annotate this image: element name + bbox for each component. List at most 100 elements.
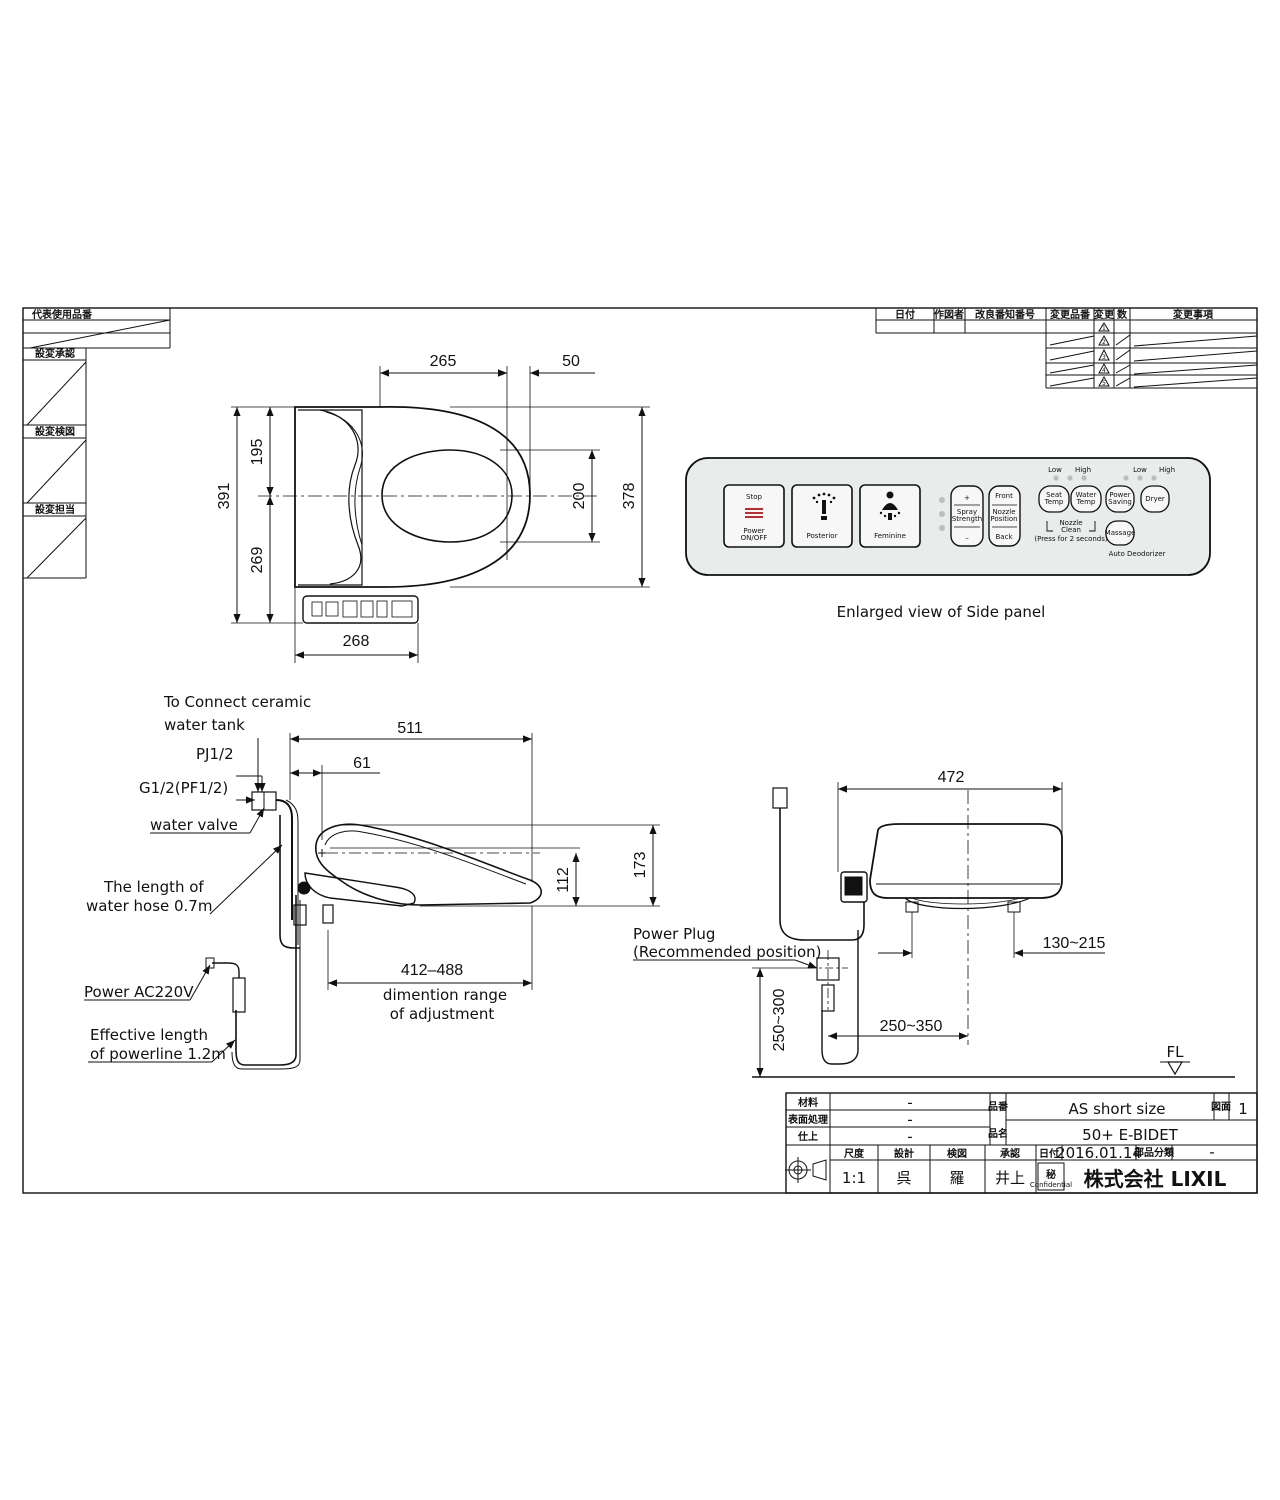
front-label: Front — [995, 492, 1013, 500]
rev-col-change: 変更 — [1094, 308, 1115, 321]
power-saving-button — [1105, 485, 1135, 513]
sheet-frame — [22, 307, 1258, 1194]
rev-col-qty: 数 — [1117, 308, 1128, 321]
top-view — [231, 366, 650, 663]
dim-50: 50 — [562, 353, 580, 370]
pj-label: PJ1/2 — [196, 745, 234, 763]
dim-250-300: 250~300 — [771, 989, 788, 1052]
rev-col-number: 改良番知番号 — [975, 308, 1035, 321]
back-label: Back — [996, 533, 1014, 541]
spray-label: Spray — [957, 508, 977, 516]
floor-level-label: FL — [1167, 1043, 1185, 1061]
revision-marks: 1 2 3 4 5 — [1098, 322, 1110, 387]
low-label-2: Low — [1133, 466, 1147, 474]
power-icon — [745, 508, 763, 518]
power-plug-label-1: Power Plug — [633, 925, 715, 943]
spray-strength-control — [950, 485, 984, 547]
massage-label: Massage — [1105, 529, 1136, 537]
surface-label: 表面処理 — [787, 1113, 828, 1126]
stop-label: Stop — [746, 493, 762, 501]
dryer-label: Dryer — [1145, 495, 1165, 503]
dim-472: 472 — [938, 769, 965, 786]
scale-label: 尺度 — [844, 1147, 865, 1160]
power-plug-label-2: (Recommended position) — [633, 943, 822, 961]
dim-173: 173 — [632, 852, 649, 879]
dim-130-215: 130~215 — [1043, 935, 1106, 952]
dim-200: 200 — [571, 483, 588, 510]
class-label: 部品分類 — [1134, 1146, 1175, 1159]
g-label: G1/2(PF1/2) — [139, 779, 228, 797]
date-value: 2016.01.14 — [1056, 1144, 1142, 1162]
rev-col-details: 変更事項 — [1173, 308, 1214, 321]
feminine-spray-icon — [879, 491, 901, 520]
connect-label-1: To Connect ceramic — [163, 693, 311, 711]
approval-label: 設変承認 — [35, 347, 75, 360]
date-label: 日付 — [1039, 1147, 1059, 1160]
check-value: 羅 — [949, 1169, 964, 1187]
minus-label: – — [965, 534, 969, 542]
rev-mark-1: 1 — [1102, 325, 1106, 332]
rev-mark-5: 5 — [1102, 380, 1106, 387]
confidential-label: Confidential — [1030, 1181, 1072, 1189]
side-panel-caption: Enlarged view of Side panel — [837, 603, 1046, 621]
rear-view — [633, 782, 1235, 1078]
effective-length-1: Effective length — [90, 1026, 208, 1044]
water-valve-label: water valve — [150, 816, 238, 834]
dim-378: 378 — [621, 483, 638, 510]
posterior-spray-icon — [812, 492, 836, 520]
seat-temp-button — [1038, 485, 1070, 513]
posterior-label: Posterior — [807, 532, 838, 540]
title-block — [785, 1092, 1258, 1194]
charge-label: 設変担当 — [35, 503, 75, 516]
nozzle-position-control — [988, 485, 1021, 547]
dim-195: 195 — [249, 439, 266, 466]
material-label: 材料 — [798, 1096, 818, 1109]
design-label: 設計 — [894, 1147, 914, 1160]
dim-61: 61 — [353, 755, 371, 772]
part-label: 品名 — [988, 1127, 1008, 1140]
company-logo: 株式会社 LIXIL — [1084, 1167, 1227, 1191]
nozzle-label: Nozzle — [992, 508, 1015, 516]
dim-391: 391 — [216, 483, 233, 510]
nozzle-clean-label-2: Clean — [1061, 526, 1081, 534]
dim-268: 268 — [343, 633, 370, 650]
effective-length-2: of powerline 1.2m — [90, 1045, 226, 1063]
connect-label-2: water tank — [164, 716, 245, 734]
rev-col-drafter: 作図者 — [934, 308, 964, 321]
adjustment-range-2: of adjustment — [390, 1005, 495, 1023]
water-temp-button — [1070, 485, 1102, 513]
power-label: Power — [743, 527, 764, 535]
material-value: – — [908, 1098, 913, 1109]
part-name: 50+ E-BIDET — [1082, 1126, 1179, 1144]
power-saving-label-2: Saving — [1108, 498, 1132, 506]
high-label-2: High — [1159, 466, 1175, 474]
sheet-number: 1 — [1238, 1100, 1248, 1118]
revision-table — [875, 308, 1258, 389]
position-label: Position — [990, 515, 1017, 523]
massage-button — [1105, 520, 1135, 546]
sheet-label: 図面 — [1211, 1101, 1231, 1113]
dim-511: 511 — [397, 720, 423, 737]
hose-length-2: water hose 0.7m — [86, 897, 212, 915]
dim-112: 112 — [555, 867, 572, 893]
high-label-1: High — [1075, 466, 1091, 474]
rev-mark-2: 2 — [1102, 339, 1106, 346]
rev-col-date: 日付 — [895, 308, 915, 321]
product-name: AS short size — [1069, 1100, 1166, 1118]
check-label: 設変検図 — [35, 425, 75, 438]
dim-265: 265 — [430, 353, 457, 370]
water-label: Water — [1076, 491, 1097, 499]
auto-deodorizer-label: Auto Deodorizer — [1109, 550, 1166, 558]
finish-value: – — [908, 1132, 913, 1143]
rev-col-part: 変更品番 — [1050, 308, 1091, 321]
check-label-tb: 検図 — [947, 1147, 967, 1160]
strength-label: Strength — [952, 515, 982, 523]
power-saving-label-1: Power — [1109, 491, 1130, 499]
left-header-label: 代表使用品番 — [31, 308, 93, 321]
class-value: - — [1209, 1143, 1214, 1161]
left-approval-strip — [23, 308, 171, 579]
dim-250-350: 250~350 — [880, 1018, 943, 1035]
nozzle-clean-label-1: Nozzle — [1059, 519, 1082, 527]
seat-temp-label: Temp — [1044, 498, 1064, 506]
